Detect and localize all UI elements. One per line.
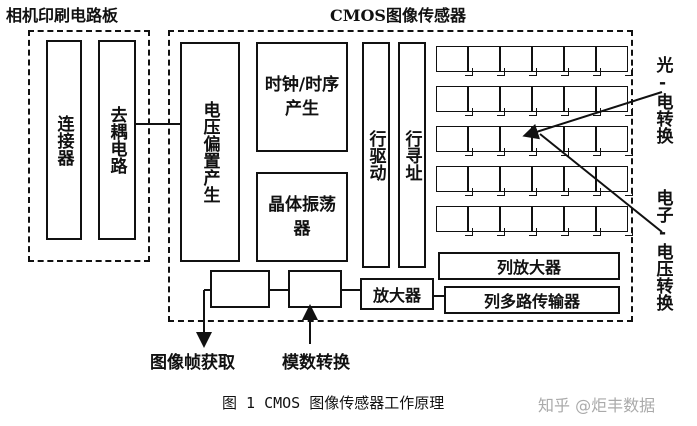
pixel-cell <box>532 166 569 196</box>
pixel-cell <box>468 126 505 156</box>
clock-circuit-block: 去耦电路 <box>98 40 136 240</box>
pixel-cell <box>436 46 473 76</box>
pixel-cell <box>500 166 537 196</box>
charge-pointer <box>539 133 663 233</box>
pixel-cell <box>596 46 633 76</box>
pixel-cell <box>436 166 473 196</box>
column-amplifier-label: 列放大器 <box>496 258 561 277</box>
clock-timing-label: 时钟/时序产生 <box>264 75 340 119</box>
connector-label: 连接器 <box>53 114 74 166</box>
photo-conversion-label: 光-电转换 <box>652 56 673 144</box>
cmos-sensor-boundary <box>168 30 633 322</box>
connector-block: 连接器 <box>46 40 82 240</box>
column-amplifier-block: 列放大器 <box>438 252 620 280</box>
figure-caption: 图 1 CMOS 图像传感器工作原理 <box>222 394 445 412</box>
pixel-cell <box>500 206 537 236</box>
pixel-cell <box>436 86 473 116</box>
pixel-cell <box>564 46 601 76</box>
row-driver-block: 行驱动 <box>362 42 390 268</box>
pixel-cell <box>532 206 569 236</box>
pixel-cell <box>532 86 569 116</box>
crystal-oscillator-label: 晶体振荡器 <box>268 195 336 239</box>
cmos-title: CMOS图像传感器 <box>330 6 466 25</box>
pixel-cell <box>500 86 537 116</box>
clock-timing-block: 时钟/时序产生 <box>256 42 348 152</box>
amplifier-block: 放大器 <box>360 278 434 310</box>
photo-pointer <box>522 91 663 140</box>
pixel-cell <box>564 206 601 236</box>
pixel-cell <box>596 86 633 116</box>
pixel-cell <box>468 166 505 196</box>
bias-generator-block: 电压偏置产生 <box>180 42 240 262</box>
pixel-cell <box>532 46 569 76</box>
pixel-cell <box>500 46 537 76</box>
bias-generator-label: 电压偏置产生 <box>199 101 220 203</box>
pixel-cell <box>436 126 473 156</box>
amplifier-label: 放大器 <box>372 286 421 305</box>
pixel-cell <box>596 206 633 236</box>
pcb-board <box>28 30 150 262</box>
charge-voltage-conversion-label: 电子-电压转换 <box>652 189 673 311</box>
pixel-cell <box>436 206 473 236</box>
row-address-block: 行寻址 <box>398 42 426 268</box>
pcb-title: 相机印刷电路板 <box>6 6 119 25</box>
column-multiplexer-label: 列多路传输器 <box>483 292 580 311</box>
frame-grabber-block <box>210 270 270 308</box>
clock-circuit-label: 去耦电路 <box>106 106 127 174</box>
column-multiplexer-block: 列多路传输器 <box>444 286 620 314</box>
pixel-cell <box>564 126 601 156</box>
crystal-oscillator-block: 晶体振荡器 <box>256 172 348 262</box>
watermark: 知乎 @炬丰数据 <box>538 396 656 415</box>
pixel-cell <box>468 46 505 76</box>
frame-grab-label: 图像帧获取 <box>150 353 235 373</box>
pixel-cell <box>468 206 505 236</box>
pixel-cell <box>468 86 505 116</box>
adc-label: 模数转换 <box>282 353 350 373</box>
pixel-cell <box>596 126 633 156</box>
row-address-label: 行寻址 <box>401 129 422 181</box>
row-driver-label: 行驱动 <box>365 129 386 181</box>
